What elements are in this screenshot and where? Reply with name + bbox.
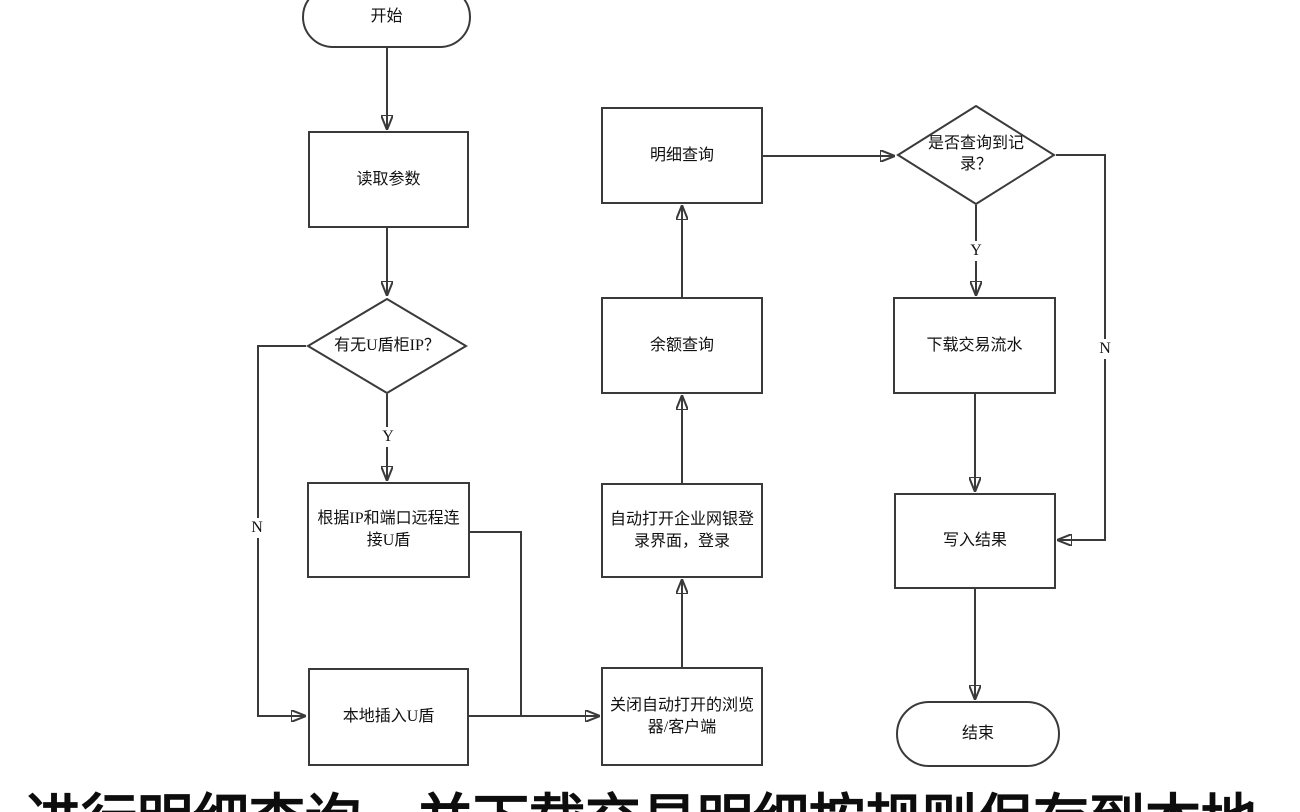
edge-label-no-1: N	[248, 518, 266, 538]
node-auto-open-login-label: 自动打开企业网银登录界面，登录	[609, 510, 754, 550]
node-detail-query-label: 明细查询	[649, 146, 714, 164]
node-write-result-label: 写入结果	[942, 532, 1007, 550]
node-end: 结束	[896, 701, 1060, 767]
node-read-params-label: 读取参数	[356, 170, 421, 188]
node-local-insert-label: 本地插入U盾	[342, 708, 435, 726]
diamond-shape	[306, 298, 468, 394]
node-close-browser: 关闭自动打开的浏览器/客户端	[601, 667, 763, 766]
edge-label-no-2: N	[1096, 339, 1114, 359]
node-download-flow-label: 下载交易流水	[926, 336, 1023, 354]
node-read-params: 读取参数	[308, 131, 469, 228]
node-local-insert: 本地插入U盾	[308, 668, 469, 766]
caption-text: 进行明细查询，并下载交易明细按规则保存到本地	[25, 776, 1257, 812]
edge-remote-to-junction	[470, 531, 522, 715]
node-remote-connect-label: 根据IP和端口远程连接U盾	[317, 510, 460, 549]
node-balance-query: 余额查询	[601, 297, 763, 394]
node-found-records-label: 是否查询到记录？	[927, 135, 1024, 173]
edge-label-yes-2: Y	[967, 241, 985, 261]
node-has-ip-label: 有无U盾柜IP？	[334, 336, 440, 354]
node-download-flow: 下载交易流水	[893, 297, 1056, 394]
node-start: 开始	[302, 0, 471, 48]
node-balance-query-label: 余额查询	[649, 336, 714, 354]
node-close-browser-label: 关闭自动打开的浏览器/客户端	[609, 696, 754, 736]
node-remote-connect: 根据IP和端口远程连接U盾	[307, 482, 470, 578]
node-detail-query: 明细查询	[601, 107, 763, 204]
node-write-result: 写入结果	[894, 493, 1056, 589]
node-auto-open-login: 自动打开企业网银登录界面，登录	[601, 483, 763, 578]
node-found-records-decision: 是否查询到记录？	[896, 105, 1056, 205]
node-has-ip-decision: 有无U盾柜IP？	[306, 298, 468, 394]
diamond-shape	[896, 105, 1056, 205]
node-start-label: 开始	[370, 8, 403, 26]
edge-label-yes-1: Y	[379, 427, 397, 447]
node-end-label: 结束	[961, 725, 994, 743]
